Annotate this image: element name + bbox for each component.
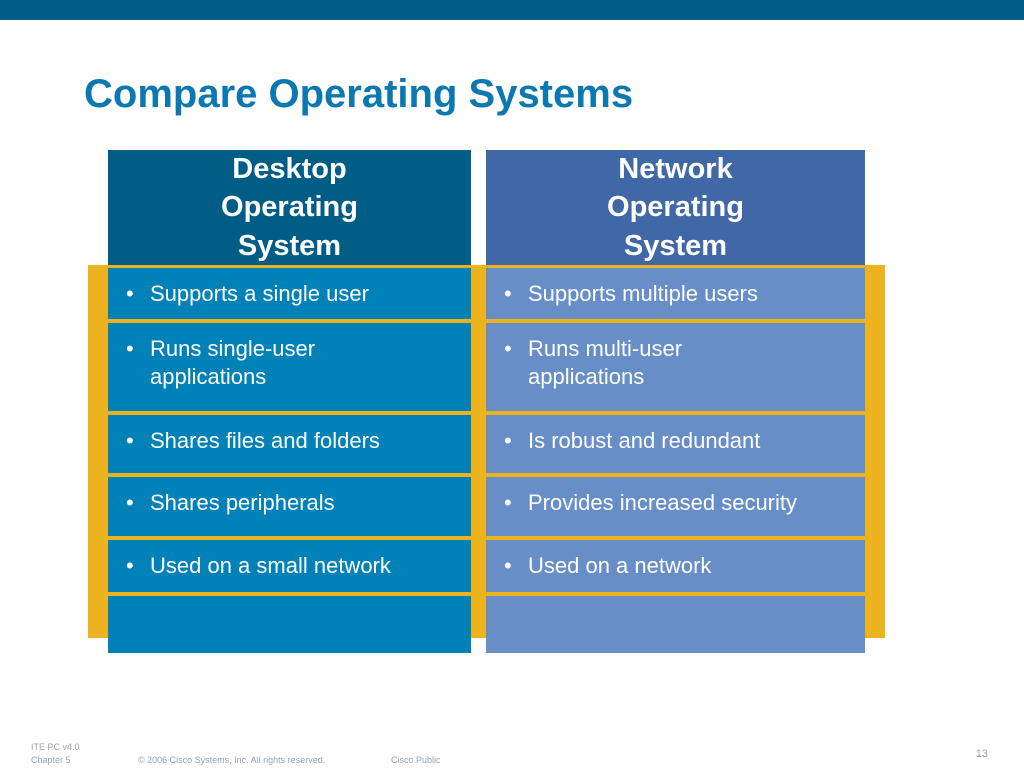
cell-text: Used on a network <box>528 553 712 578</box>
table-cell-network-1: • Supports multiple users <box>486 268 865 319</box>
cell-text: Provides increased security <box>528 490 798 515</box>
bullet-icon: • <box>504 336 512 361</box>
desktop-os-header: Desktop Operating System <box>108 150 471 265</box>
bullet-icon: • <box>126 336 134 361</box>
bullet-icon: • <box>126 553 134 578</box>
bullet-icon: • <box>504 553 512 578</box>
table-cell-desktop-6 <box>108 596 471 653</box>
top-banner <box>0 0 1024 20</box>
table-cell-network-4: • Provides increased security <box>486 477 865 536</box>
footer-course: ITE PC v4.0 <box>31 742 80 752</box>
cell-text: Shares peripherals <box>150 490 335 515</box>
network-os-header: Network Operating System <box>486 150 865 265</box>
table-cell-network-5: • Used on a network <box>486 540 865 592</box>
footer-chapter: Chapter 5 <box>31 755 71 765</box>
table-cell-network-2: • Runs multi-user applications <box>486 323 865 411</box>
bullet-icon: • <box>504 428 512 453</box>
bullet-icon: • <box>504 281 512 306</box>
cell-text: Runs multi-user applications <box>528 336 683 389</box>
bullet-icon: • <box>126 428 134 453</box>
page-number: 13 <box>975 748 988 760</box>
slide-title: Compare Operating Systems <box>84 72 634 116</box>
cell-text: Supports a single user <box>150 281 369 306</box>
table-cell-desktop-3: • Shares files and folders <box>108 415 471 473</box>
bullet-icon: • <box>126 490 134 515</box>
table-cell-network-3: • Is robust and redundant <box>486 415 865 473</box>
table-cell-desktop-1: • Supports a single user <box>108 268 471 319</box>
table-cell-desktop-5: • Used on a small network <box>108 540 471 592</box>
table-cell-desktop-2: • Runs single-user applications <box>108 323 471 411</box>
cell-text: Used on a small network <box>150 553 391 578</box>
cell-text: Is robust and redundant <box>528 428 761 453</box>
cell-text: Shares files and folders <box>150 428 380 453</box>
cell-text: Supports multiple users <box>528 281 758 306</box>
footer-copyright: © 2006 Cisco Systems, Inc. All rights re… <box>138 755 326 765</box>
table-cell-desktop-4: • Shares peripherals <box>108 477 471 536</box>
table-cell-network-6 <box>486 596 865 653</box>
cell-text: Runs single-user applications <box>150 336 316 389</box>
bullet-icon: • <box>126 281 134 306</box>
desktop-os-header-label: Desktop Operating System <box>221 152 358 262</box>
network-os-header-label: Network Operating System <box>607 152 744 262</box>
footer-classification: Cisco Public <box>391 755 441 765</box>
bullet-icon: • <box>504 490 512 515</box>
